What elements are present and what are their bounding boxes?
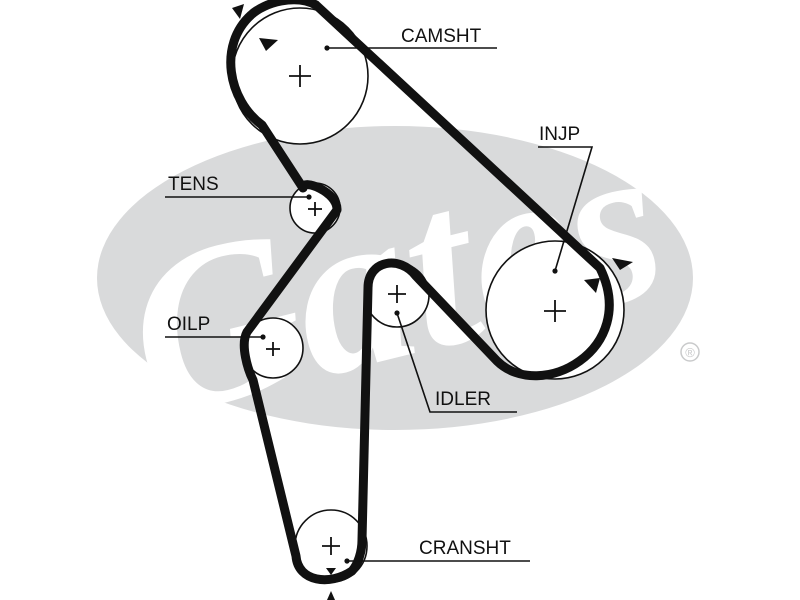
center-marks — [266, 65, 566, 555]
idler-label: IDLER — [435, 389, 491, 410]
crankshaft-outer-timing-arrow-icon — [327, 591, 335, 600]
crankshaft-inner-timing-arrow-icon — [326, 568, 336, 575]
idler-leader — [396, 312, 517, 413]
injection-pump-leader — [538, 146, 594, 272]
idler-center-icon — [388, 285, 406, 303]
crankshaft-label: CRANSHT — [419, 538, 511, 559]
injection-pump-center-icon — [544, 300, 566, 322]
camshaft-label: CAMSHT — [401, 26, 482, 47]
injection-pump-label: INJP — [539, 124, 580, 145]
leader-lines — [165, 45, 594, 564]
camshaft-inner-timing-arrow-icon — [259, 38, 278, 51]
camshaft-center-icon — [289, 65, 311, 87]
timing-belt — [226, 0, 614, 585]
tensioner-label: TENS — [168, 174, 219, 195]
registered-mark-circle — [680, 342, 700, 362]
labels: CAMSHT INJP TENS OILP IDLER CRANSHT — [167, 26, 580, 559]
crankshaft-center-icon — [322, 537, 340, 555]
timing-marks — [232, 4, 633, 600]
injection-pump-inner-timing-arrow-icon — [584, 278, 600, 293]
camshaft-outer-timing-arrow-icon — [232, 4, 244, 19]
oil-pump-label: OILP — [167, 314, 210, 335]
injection-pump-outer-timing-arrow-icon — [612, 258, 633, 270]
oil-pump-center-icon — [266, 342, 280, 356]
registered-mark: ® — [685, 345, 695, 360]
tensioner-center-icon — [308, 202, 322, 216]
